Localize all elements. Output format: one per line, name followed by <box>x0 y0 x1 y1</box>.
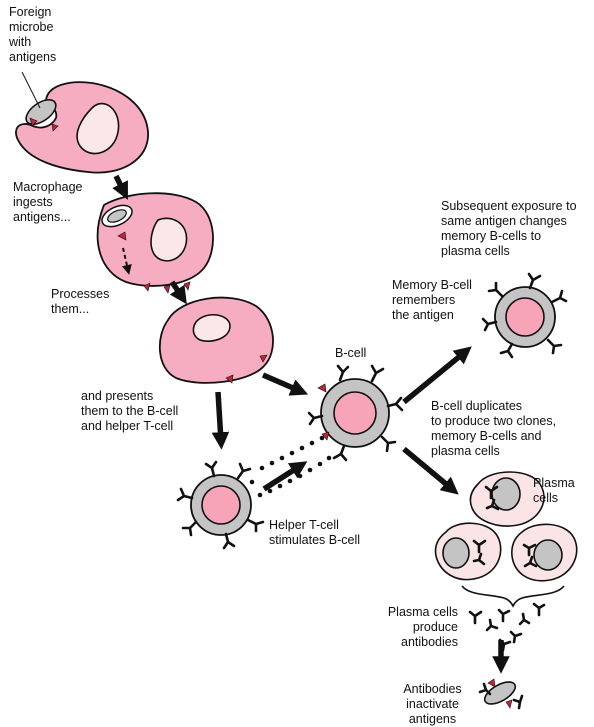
b-cell <box>309 366 402 460</box>
plasma-cell-left <box>435 523 500 579</box>
label-processes-them: Processes them... <box>51 287 109 317</box>
label-helper-t-cell: Helper T-cell stimulates B-cell <box>269 518 360 548</box>
label-memory-b-cell: Memory B-cell remembers the antigen <box>392 278 472 323</box>
free-antibodies <box>470 604 544 650</box>
arrow-process <box>172 282 182 297</box>
pointer-line <box>22 72 40 108</box>
arrow-to-t-cell <box>218 392 221 441</box>
label-subsequent-exposure: Subsequent exposure to same antigen chan… <box>441 199 577 259</box>
label-b-cell: B-cell <box>335 346 366 361</box>
antibody-antigen-complex <box>480 678 522 709</box>
macrophage-engulfing <box>16 72 148 173</box>
helper-t-cell <box>178 462 263 548</box>
label-plasma-cells: Plasma cells <box>533 476 575 506</box>
brace <box>462 586 564 606</box>
label-plasma-produce: Plasma cells produce antibodies <box>363 605 458 650</box>
macrophage-processing <box>98 193 213 293</box>
plasma-cell-right <box>512 524 577 580</box>
label-presents: and presents them to the B-cell and help… <box>81 389 178 434</box>
label-b-cell-duplicates: B-cell duplicates to produce two clones,… <box>431 399 556 459</box>
arrow-ingest <box>116 176 124 192</box>
macrophage-presenting <box>160 298 273 383</box>
stimulation-dots <box>250 436 332 498</box>
label-foreign-microbe: Foreign microbe with antigens <box>9 5 56 65</box>
arrow-to-b-cell <box>263 375 300 391</box>
label-antibodies-inactivate: Antibodies inactivate antigens <box>385 682 480 727</box>
arrow-to-memory <box>404 352 465 402</box>
label-macrophage-ingests: Macrophage ingests antigens... <box>13 180 83 225</box>
memory-b-cell <box>483 274 566 357</box>
